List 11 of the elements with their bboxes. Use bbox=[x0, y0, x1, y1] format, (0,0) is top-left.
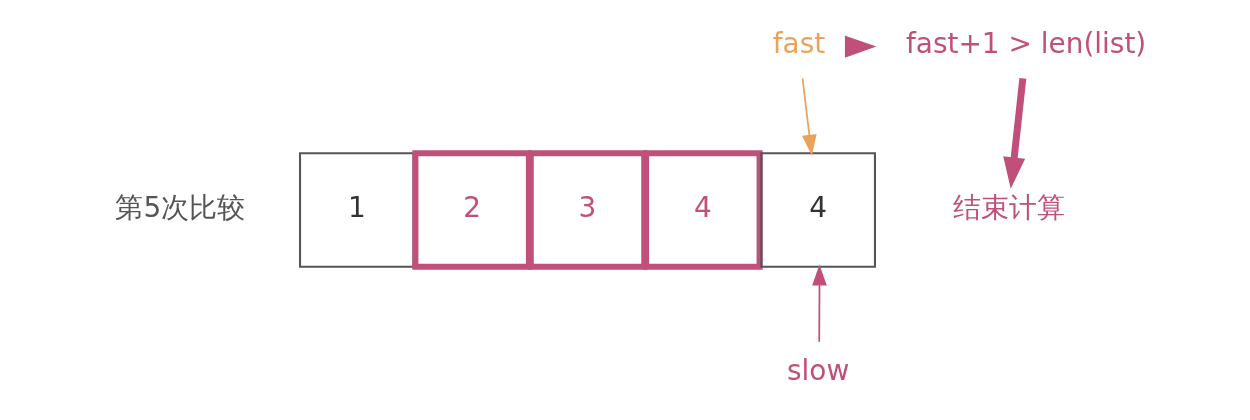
node-text: fast+1 > len(list) bbox=[905, 27, 1146, 61]
arrow bbox=[801, 77, 817, 156]
node-text: fast bbox=[772, 27, 825, 61]
node-box: 1 bbox=[298, 152, 415, 268]
arrow bbox=[811, 264, 827, 343]
node-text: 结束计算 bbox=[952, 190, 1065, 224]
node-text: slow bbox=[786, 354, 849, 388]
node-box: 4 bbox=[759, 152, 876, 268]
label: 第5次比较 bbox=[114, 190, 245, 224]
arrow bbox=[844, 35, 876, 58]
node-box: 4 bbox=[642, 150, 763, 270]
